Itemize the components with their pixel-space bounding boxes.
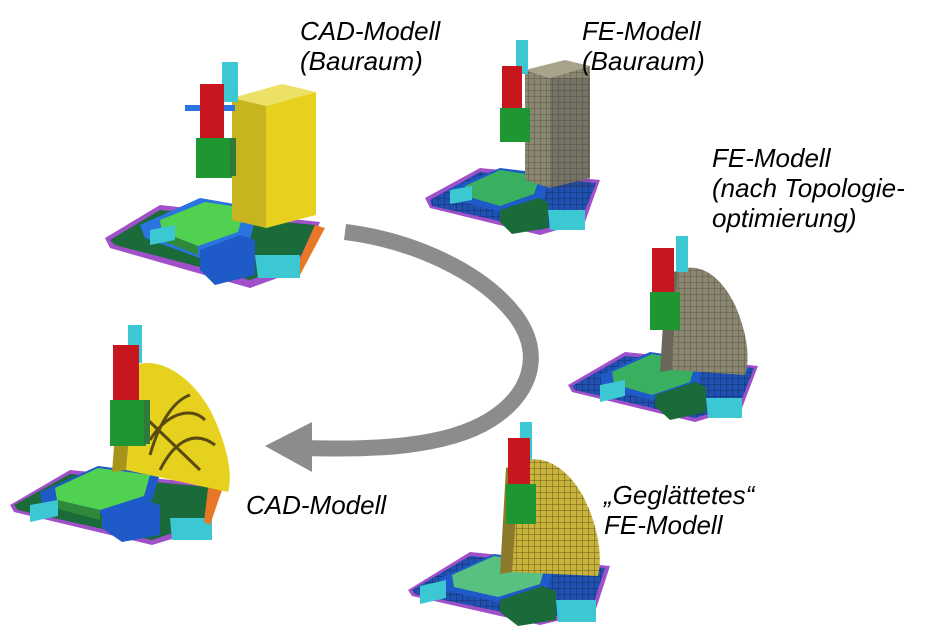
label-line: FE-Modell xyxy=(604,510,723,540)
label-line: CAD-Modell xyxy=(246,490,387,520)
label-line: optimierung) xyxy=(712,203,857,233)
fe-model-topology-optimized xyxy=(568,236,758,422)
label-line: FE-Modell xyxy=(712,143,831,173)
label-line: (nach Topologie- xyxy=(712,173,905,203)
label-cad-model-bauraum: CAD-Modell (Bauraum) xyxy=(300,16,440,76)
cad-model-final xyxy=(10,325,230,545)
label-line: (Bauraum) xyxy=(582,46,705,76)
label-line: (Bauraum) xyxy=(300,46,423,76)
label-cad-model-final: CAD-Modell xyxy=(246,490,386,520)
cycle-arrow xyxy=(265,224,539,472)
label-fe-model-topology: FE-Modell (nach Topologie- optimierung) xyxy=(712,143,905,233)
label-line: „Geglättetes“ xyxy=(604,480,755,510)
fe-model-smoothed xyxy=(408,422,610,626)
label-line: CAD-Modell xyxy=(300,16,441,46)
label-fe-model-smoothed: „Geglättetes“ FE-Modell xyxy=(604,480,754,540)
cad-model-bauraum xyxy=(105,62,325,288)
label-fe-model-bauraum: FE-Modell (Bauraum) xyxy=(582,16,705,76)
fe-model-bauraum xyxy=(425,40,600,235)
label-line: FE-Modell xyxy=(582,16,701,46)
arrow-head xyxy=(265,422,312,472)
